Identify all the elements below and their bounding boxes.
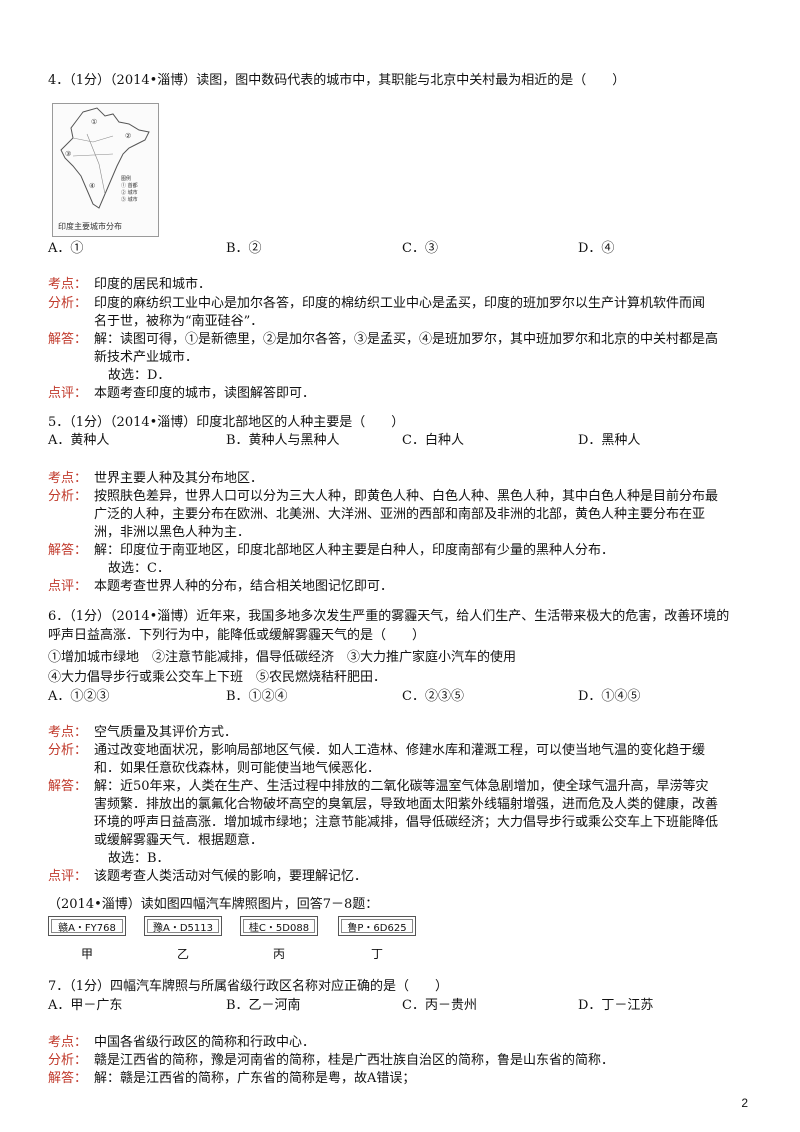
plate-yi-text: 豫A・D5113 xyxy=(147,919,219,934)
q7-option-d: D．丁－江苏 xyxy=(578,998,654,1013)
q5-option-c: C．白种人 xyxy=(402,433,464,448)
map-marker-1: ① xyxy=(91,118,97,126)
q4-dianping: 本题考查印度的城市，读图解答即可． xyxy=(94,386,316,401)
plate-ding-caption: 丁 xyxy=(370,947,383,961)
plate-ding: 鲁P・6D625 xyxy=(338,916,416,936)
plate-yi-caption: 乙 xyxy=(176,947,189,961)
q4-dianping-label: 点评： xyxy=(48,386,88,401)
page-number: 2 xyxy=(741,1096,748,1110)
q6-kaodian: 空气质量及其评价方式． xyxy=(94,725,238,740)
q6-jieda-4: 或缓解雾霾天气．根据题意． xyxy=(94,833,264,848)
plate-jia-text: 赣A・FY768 xyxy=(51,919,123,934)
q7-jieda: 解：赣是江西省的简称，广东省的简称是粤，故A错误； xyxy=(94,1071,416,1086)
q5-fenxi-3: 洲，非洲以黑色人种为主． xyxy=(94,525,251,540)
q6-jieda-label: 解答： xyxy=(48,779,88,794)
q4-kaodian: 印度的居民和城市． xyxy=(94,277,212,292)
q6-option-d: D．①④⑤ xyxy=(578,689,641,704)
group78-intro: （2014•淄博）读如图四幅汽车牌照图片，回答7－8题： xyxy=(48,897,379,912)
q6-fenxi-2: 和．如果任意砍伐森林，则可能使当地气候恶化． xyxy=(94,761,381,776)
map-marker-4: ④ xyxy=(89,182,95,190)
q4-fenxi-2: 名于世，被称为“南亚硅谷”． xyxy=(94,314,264,329)
plate-bing-text: 桂C・5D088 xyxy=(243,919,315,934)
q5-option-b: B．黄种人与黑种人 xyxy=(226,433,340,448)
q7-fenxi-label: 分析： xyxy=(48,1053,88,1068)
q5-kaodian-label: 考点： xyxy=(48,471,88,486)
q5-fenxi-2: 广泛的人种，主要分布在欧洲、北美洲、大洋洲、亚洲的西部和南部及非洲的北部，黄色人… xyxy=(94,507,706,522)
plate-bing: 桂C・5D088 xyxy=(240,916,318,936)
q6-jieda-3: 环境的呼声日益高涨．增加城市绿地；注意节能减排，倡导低碳经济；大力倡导步行或乘公… xyxy=(94,815,719,830)
q6-stem-1: 6．（1分）（2014•淄博）近年来，我国多地多次发生严重的雾霾天气，给人们生产… xyxy=(48,609,730,624)
q6-stem-4: ④大力倡导步行或乘公交车上下班 ⑤农民燃烧秸秆肥田． xyxy=(48,670,387,685)
q4-stem: 4．（1分）（2014•淄博）读图，图中数码代表的城市中，其职能与北京中关村最为… xyxy=(48,73,626,88)
q5-stem: 5．（1分）（2014•淄博）印度北部地区的人种主要是（ ） xyxy=(48,415,405,430)
q6-option-b: B．①②④ xyxy=(226,689,288,704)
plate-yi: 豫A・D5113 xyxy=(144,916,222,936)
q6-dianping-label: 点评： xyxy=(48,869,88,884)
q6-fenxi-label: 分析： xyxy=(48,743,88,758)
plate-jia: 赣A・FY768 xyxy=(48,916,126,936)
plate-jia-caption: 甲 xyxy=(80,947,93,961)
q7-option-b: B．乙－河南 xyxy=(226,998,301,1013)
q4-jieda-1: 解：读图可得，①是新德里，②是加尔各答，③是孟买，④是班加罗尔，其中班加罗尔和北… xyxy=(94,332,719,347)
q5-option-a: A．黄种人 xyxy=(48,433,110,448)
q6-option-a: A．①②③ xyxy=(48,689,110,704)
q7-kaodian-label: 考点： xyxy=(48,1035,88,1050)
q5-jieda-2: 故选：C． xyxy=(108,561,170,576)
q5-option-d: D．黑种人 xyxy=(578,433,641,448)
india-city-map: ① ② ③ ④ 图例 ① 首都 ② 城市 ③ 城市 印度主要城市分布 xyxy=(52,103,159,237)
q5-kaodian: 世界主要人种及其分布地区． xyxy=(94,471,264,486)
plate-bing-caption: 丙 xyxy=(272,947,285,961)
q5-fenxi-1: 按照肤色差异，世界人口可以分为三大人种，即黄色人种、白色人种、黑色人种，其中白色… xyxy=(94,489,719,504)
q4-fenxi-1: 印度的麻纺织工业中心是加尔各答，印度的棉纺织工业中心是孟买，印度的班加罗尔以生产… xyxy=(94,296,706,311)
q7-option-a: A．甲－广东 xyxy=(48,998,123,1013)
q5-jieda-1: 解：印度位于南亚地区，印度北部地区人种主要是白种人，印度南部有少量的黑种人分布． xyxy=(94,543,615,558)
q4-kaodian-label: 考点： xyxy=(48,277,88,292)
q4-jieda-2: 新技术产业城市． xyxy=(94,350,199,365)
q6-dianping: 该题考查人类活动对气候的影响，要理解记忆． xyxy=(94,869,368,884)
license-plates: 赣A・FY768 甲 豫A・D5113 乙 桂C・5D088 丙 鲁P・6D62… xyxy=(48,916,428,970)
q6-jieda-2: 害频繁．排放出的氯氟化合物破坏高空的臭氧层，导致地面太阳紫外线辐射增强，进而危及… xyxy=(94,797,719,812)
q4-option-d: D．④ xyxy=(578,241,615,256)
q4-option-c: C．③ xyxy=(402,241,438,256)
q6-kaodian-label: 考点： xyxy=(48,725,88,740)
q4-jieda-label: 解答： xyxy=(48,332,88,347)
q6-stem-2: 呼声日益高涨．下列行为中，能降低或缓解雾霾天气的是（ ） xyxy=(48,628,426,643)
q7-option-c: C．丙－贵州 xyxy=(402,998,477,1013)
q6-jieda-1: 解：近50年来，人类在生产、生活过程中排放的二氧化碳等温室气体急剧增加，使全球气… xyxy=(94,779,709,794)
q5-dianping-label: 点评： xyxy=(48,579,88,594)
map-marker-2: ② xyxy=(125,132,131,140)
q7-fenxi: 赣是江西省的简称，豫是河南省的简称，桂是广西壮族自治区的简称，鲁是山东省的简称． xyxy=(94,1053,615,1068)
map-caption: 印度主要城市分布 xyxy=(58,222,122,231)
q6-fenxi-1: 通过改变地面状况，影响局部地区气候．如人工造林、修建水库和灌溉工程，可以使当地气… xyxy=(94,743,706,758)
q6-option-c: C．②③⑤ xyxy=(402,689,464,704)
q7-stem: 7．（1分）四幅汽车牌照与所属省级行政区名称对应正确的是（ ） xyxy=(48,979,449,994)
q4-option-b: B．② xyxy=(226,241,262,256)
q7-kaodian: 中国各省级行政区的简称和行政中心． xyxy=(94,1035,316,1050)
india-outline-icon: ① ② ③ ④ xyxy=(60,107,150,209)
q5-jieda-label: 解答： xyxy=(48,543,88,558)
q4-jieda-3: 故选：D． xyxy=(108,368,171,383)
q4-option-a: A．① xyxy=(48,241,84,256)
plate-ding-text: 鲁P・6D625 xyxy=(341,919,413,934)
q4-fenxi-label: 分析： xyxy=(48,296,88,311)
q5-dianping: 本题考查世界人种的分布，结合相关地图记忆即可． xyxy=(94,579,394,594)
q7-jieda-label: 解答： xyxy=(48,1071,88,1086)
q5-fenxi-label: 分析： xyxy=(48,489,88,504)
map-legend: 图例 ① 首都 ② 城市 ③ 城市 xyxy=(121,176,138,203)
q6-stem-3: ①增加城市绿地 ②注意节能减排，倡导低碳经济 ③大力推广家庭小汽车的使用 xyxy=(48,650,517,665)
q6-jieda-5: 故选：B． xyxy=(108,851,170,866)
map-marker-3: ③ xyxy=(65,150,71,158)
